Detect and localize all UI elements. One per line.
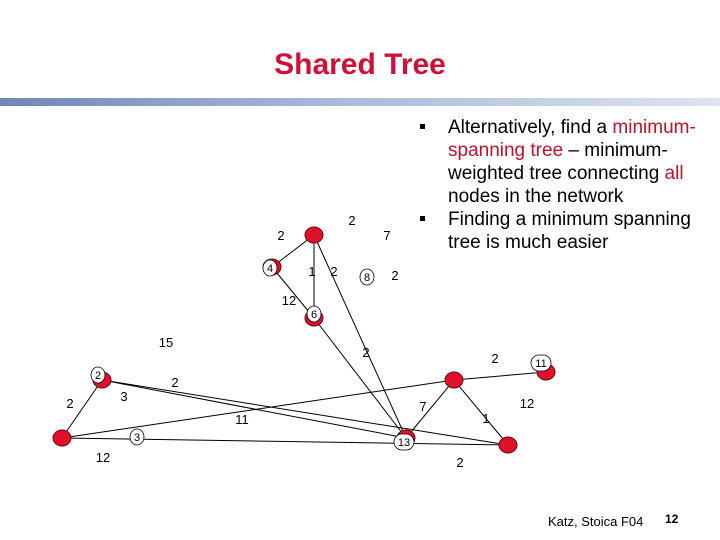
edge-weight-badge [393, 433, 415, 451]
edge-weight-label: 2 [95, 370, 101, 382]
title-divider [0, 98, 720, 106]
graph-edge [405, 379, 455, 439]
bullet-text-segment: nodes in the network [448, 186, 624, 207]
graph-edge [313, 234, 407, 439]
edge-weight-label: 12 [96, 450, 110, 465]
highlighted-text: minimum-spanning tree [448, 117, 696, 161]
graph-edge [101, 379, 407, 439]
bullet-list: Alternatively, find a minimum-spanning t… [420, 116, 710, 254]
edge-weight-label: 2 [330, 264, 337, 279]
bullet-text-1: Alternatively, find a minimum-spanning t… [448, 117, 696, 207]
edge-weight-label: 7 [383, 228, 390, 243]
edge-weight-label: 12 [282, 293, 296, 308]
edge-weight-label: 15 [159, 335, 173, 350]
graph-edges [61, 234, 547, 446]
edge-weight-label: 2 [491, 351, 498, 366]
edge-weight-label: 3 [134, 432, 140, 444]
edge-weight-label: 13 [398, 437, 410, 449]
graph-edge [453, 379, 509, 446]
graph-edge [313, 317, 407, 439]
edge-weight-label: 2 [66, 396, 73, 411]
edge-weight-label: 2 [362, 345, 369, 360]
graph-edge [453, 371, 547, 381]
graph-edge [101, 379, 509, 446]
edge-weight-label: 1 [482, 411, 489, 426]
bullet-item-1: Alternatively, find a minimum-spanning t… [420, 116, 710, 208]
bullet-text-2: Finding a minimum spanning tree is much … [448, 209, 691, 253]
footer-credit: Katz, Stoica F04 [548, 514, 644, 529]
graph-node [304, 226, 324, 244]
graph-edge [61, 379, 103, 439]
edge-weight-badge [530, 354, 552, 372]
edge-weight-label: 11 [535, 358, 546, 370]
edge-weight-label: 2 [391, 268, 398, 283]
slide-title: Shared Tree [274, 48, 446, 81]
edge-weight-label: 2 [456, 455, 463, 470]
bullet-square-icon [420, 216, 425, 221]
edge-weight-badge [90, 366, 106, 384]
highlighted-text: all [664, 163, 684, 184]
edge-weight-label: 2 [277, 228, 284, 243]
edge-weight-label: 6 [311, 309, 317, 321]
bullet-text-segment: Finding a minimum spanning tree is much … [448, 209, 691, 253]
graph-edge [61, 437, 509, 446]
edge-weight-label: 8 [364, 272, 370, 284]
bullet-square-icon [420, 124, 425, 129]
graph-edge [61, 379, 455, 439]
edge-weight-label: 12 [520, 396, 534, 411]
edge-weight-label: 4 [267, 263, 273, 275]
edge-weight-badge [129, 428, 145, 446]
edge-weight-label: 7 [419, 399, 426, 414]
edge-weight-badge [262, 259, 278, 277]
edge-weight-badge [306, 305, 322, 323]
edge-weight-label: 2 [348, 213, 355, 228]
bullet-item-2: Finding a minimum spanning tree is much … [420, 208, 710, 254]
edge-weight-badge [359, 268, 375, 286]
edge-weight-label: 3 [120, 389, 127, 404]
bullet-text-segment: – minimum-weighted tree connecting [448, 140, 668, 184]
graph-edge [271, 266, 315, 319]
graph-node [52, 429, 72, 447]
edge-weight-label: 11 [235, 412, 249, 427]
graph-node [498, 436, 518, 454]
bullet-text-segment: Alternatively, find a [448, 117, 613, 138]
edge-weight-label: 1 [308, 264, 315, 279]
graph-node [444, 371, 464, 389]
graph-nodes [52, 226, 556, 454]
edge-weight-label: 2 [171, 375, 178, 390]
page-number: 12 [665, 512, 679, 526]
